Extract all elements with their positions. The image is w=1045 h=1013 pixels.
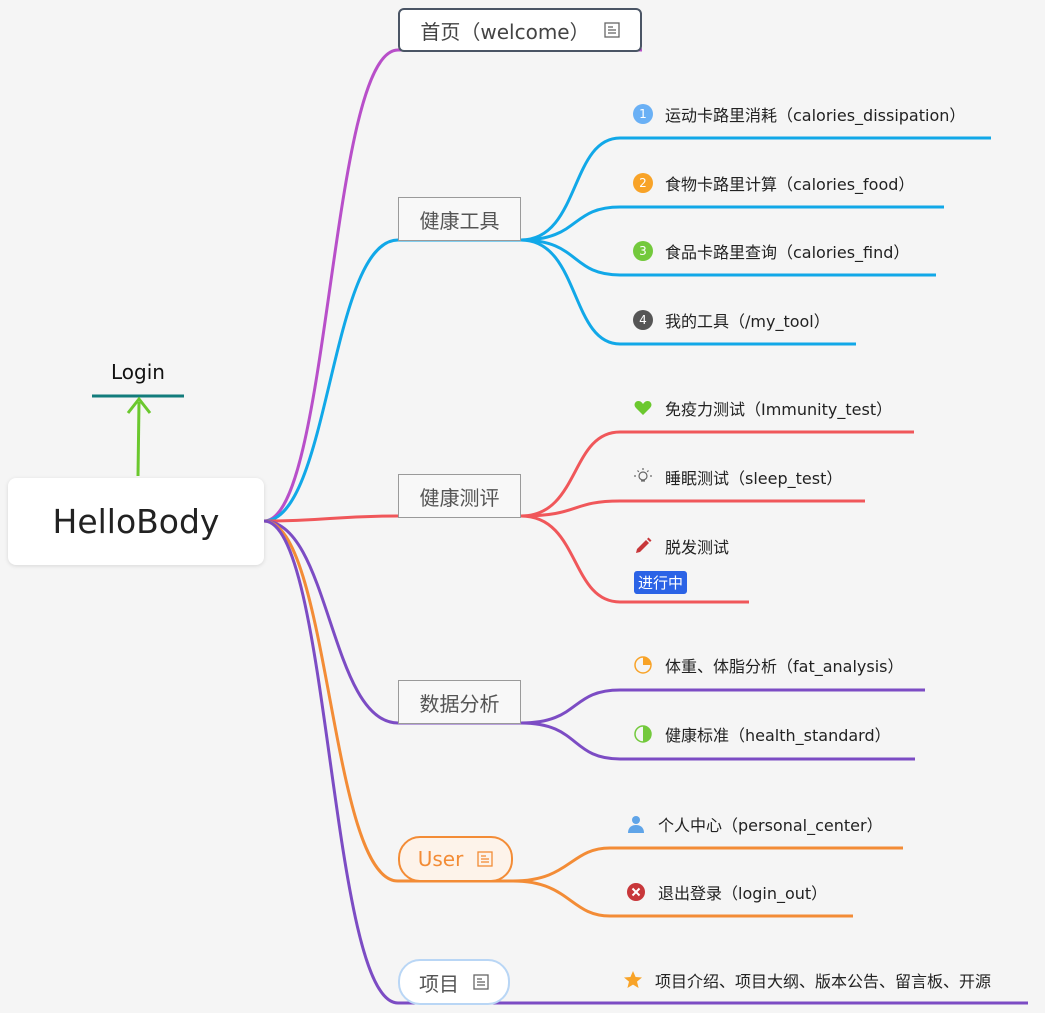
data-analysis-item-label: 体重、体脂分析（fat_analysis） [665,657,904,676]
lightbulb-icon [634,468,652,482]
health-test-item-label: 免疫力测试（Immunity_test） [665,400,893,419]
data-analysis-item[interactable]: 体重、体脂分析（fat_analysis） [633,653,904,677]
topic-project-label: 项目 [419,971,459,996]
number-1-icon: 1 [633,104,653,124]
topic-user-label: User [417,847,464,871]
project-item-label: 项目介绍、项目大纲、版本公告、留言板、开源 [655,972,992,991]
note-icon[interactable] [603,22,620,38]
note-icon[interactable] [473,974,489,990]
pencil-icon [636,537,652,553]
number-4-icon: 4 [633,310,653,330]
topic-data-analysis-label: 数据分析 [419,691,500,716]
user-item-label: 退出登录（login_out） [658,884,828,903]
health-tools-item-label: 食物卡路里计算（calories_food） [665,175,915,194]
branch-health-test [263,514,521,523]
data-analysis-item[interactable]: 健康标准（health_standard） [633,722,891,746]
branch-data-analysis [263,519,521,725]
user-item[interactable]: 个人中心（personal_center） [626,812,883,836]
topic-health-tools-label: 健康工具 [419,208,500,233]
health-tools-item[interactable]: 1 运动卡路里消耗（calories_dissipation） [633,102,965,126]
health-tools-item-label: 我的工具（/my_tool） [665,312,830,331]
topic-health-test-label: 健康测评 [419,485,500,510]
root-label: HelloBody [52,502,220,541]
health-tools-item-label: 食品卡路里查询（calories_find） [665,243,910,262]
login-node[interactable]: Login [92,360,184,384]
project-item[interactable]: 项目介绍、项目大纲、版本公告、留言板、开源 [623,968,991,992]
heart-icon [634,401,652,415]
health-tools-item[interactable]: 2 食物卡路里计算（calories_food） [633,171,914,195]
branch-project [263,519,510,1005]
health-test-item-label: 睡眠测试（sleep_test） [665,469,843,488]
root-node[interactable]: HelloBody [8,478,264,565]
topic-welcome[interactable]: 首页（welcome） [398,8,642,52]
topic-health-tools[interactable]: 健康工具 [398,197,521,241]
branch-health-tools [263,238,521,523]
branch-welcome [263,48,642,523]
health-test-item[interactable]: 脱发测试 [633,534,729,558]
health-test-item[interactable]: 睡眠测试（sleep_test） [633,465,842,489]
topic-welcome-label: 首页（welcome） [420,19,590,44]
topic-health-test[interactable]: 健康测评 [398,474,521,518]
topic-user[interactable]: User [398,836,513,882]
number-3-icon: 3 [633,241,653,261]
login-label: Login [111,360,165,384]
health-test-item[interactable]: 免疫力测试（Immunity_test） [633,396,892,420]
health-tools-item-label: 运动卡路里消耗（calories_dissipation） [665,106,966,125]
note-icon[interactable] [477,851,493,867]
user-item[interactable]: 退出登录（login_out） [626,880,827,904]
health-test-item-label: 脱发测试 [665,538,730,557]
topic-project[interactable]: 项目 [398,959,510,1005]
data-analysis-item-label: 健康标准（health_standard） [665,726,891,745]
close-circle-icon [627,883,645,901]
pie-half-icon [634,725,652,743]
pie-quarter-icon [634,656,652,674]
branch-user [263,519,513,883]
login-arrow-head [126,396,152,414]
login-arrow [136,401,141,477]
user-item-label: 个人中心（personal_center） [658,816,883,835]
health-tools-item[interactable]: 4 我的工具（/my_tool） [633,308,830,332]
number-2-icon: 2 [633,173,653,193]
star-icon [624,971,642,988]
health-tools-item[interactable]: 3 食品卡路里查询（calories_find） [633,239,909,263]
status-badge: 进行中 [634,571,688,594]
person-icon [628,816,644,833]
topic-data-analysis[interactable]: 数据分析 [398,680,521,724]
